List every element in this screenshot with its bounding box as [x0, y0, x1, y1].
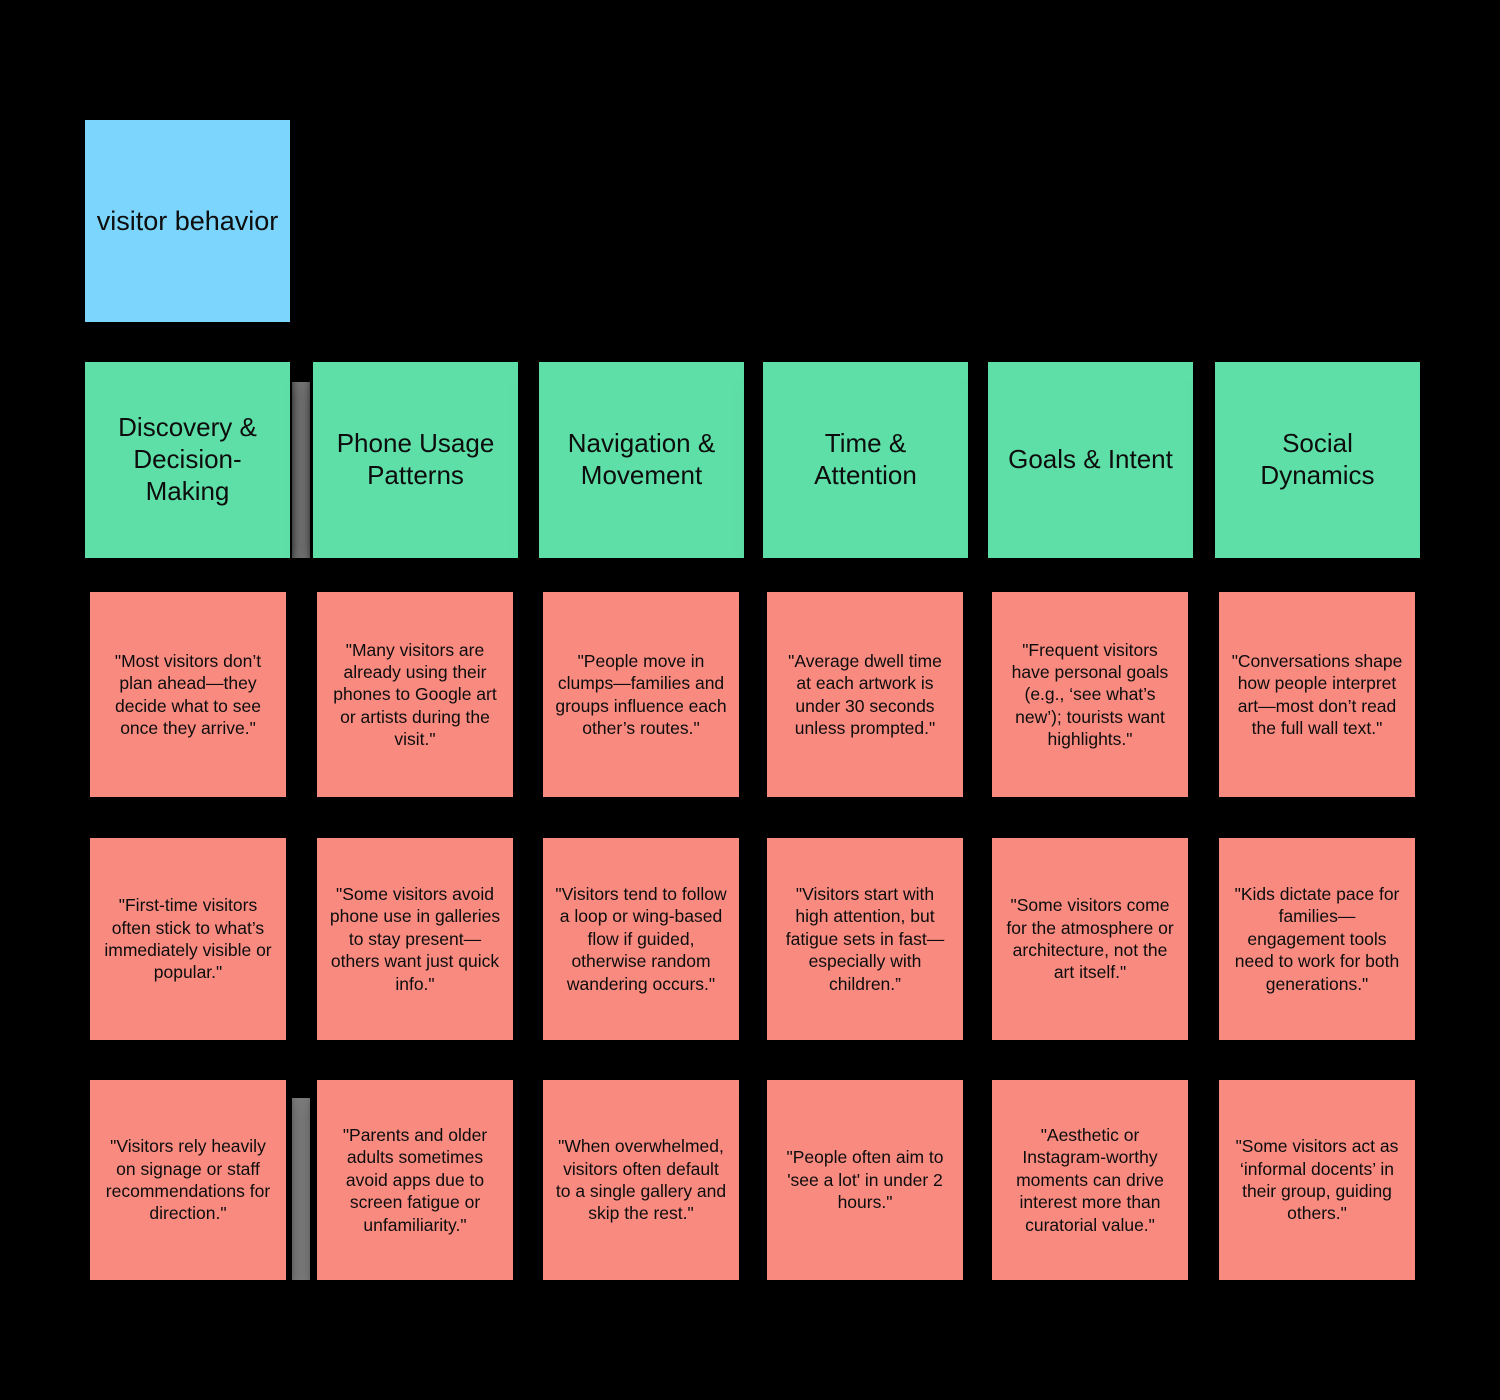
- insight-note[interactable]: "Aesthetic or Instagram-worthy moments c…: [992, 1080, 1188, 1280]
- insight-note-text: "People move in clumps—families and grou…: [555, 650, 727, 738]
- insight-note[interactable]: "Visitors tend to follow a loop or wing-…: [543, 838, 739, 1040]
- insight-note[interactable]: "Frequent visitors have personal goals (…: [992, 592, 1188, 797]
- insight-note[interactable]: "Some visitors avoid phone use in galler…: [317, 838, 513, 1040]
- insight-note[interactable]: "Most visitors don’t plan ahead—they dec…: [90, 592, 286, 797]
- insight-note-text: "Aesthetic or Instagram-worthy moments c…: [1016, 1125, 1164, 1235]
- insight-note-text: "Visitors tend to follow a loop or wing-…: [555, 884, 727, 994]
- category-label: Time & Attention: [814, 428, 917, 490]
- insight-note-text: "Some visitors act as ‘informal docents’…: [1235, 1136, 1399, 1224]
- insight-note-text: "Visitors start with high attention, but…: [785, 884, 945, 994]
- connector-rail-header-row: [292, 382, 310, 558]
- insight-note-text: "Many visitors are already using their p…: [333, 639, 497, 750]
- category-label: Discovery & Decision-Making: [118, 412, 257, 506]
- category-label: Phone Usage Patterns: [336, 428, 495, 490]
- insight-note[interactable]: "Average dwell time at each artwork is u…: [767, 592, 963, 797]
- insight-note-text: "Parents and older adults sometimes avoi…: [342, 1125, 488, 1235]
- category-node-goals-and-intent[interactable]: Goals & Intent: [988, 362, 1193, 558]
- insight-note[interactable]: "Some visitors act as ‘informal docents’…: [1219, 1080, 1415, 1280]
- insight-note[interactable]: "Visitors start with high attention, but…: [767, 838, 963, 1040]
- insight-note[interactable]: "Kids dictate pace for families—engageme…: [1219, 838, 1415, 1040]
- category-node-time-and-attention[interactable]: Time & Attention: [763, 362, 968, 558]
- root-node-label: visitor behavior: [96, 205, 279, 236]
- insight-note[interactable]: "First-time visitors often stick to what…: [90, 838, 286, 1040]
- insight-note[interactable]: "Parents and older adults sometimes avoi…: [317, 1080, 513, 1280]
- insight-note[interactable]: "People often aim to 'see a lot' in unde…: [767, 1080, 963, 1280]
- insight-note-text: "Kids dictate pace for families—engageme…: [1234, 884, 1400, 994]
- connector-rail-row3: [292, 1098, 310, 1280]
- category-node-phone-usage-patterns[interactable]: Phone Usage Patterns: [313, 362, 518, 558]
- insight-note[interactable]: "Some visitors come for the atmosphere o…: [992, 838, 1188, 1040]
- category-label: Social Dynamics: [1260, 428, 1375, 490]
- insight-note-text: "Conversations shape how people interpre…: [1231, 650, 1403, 738]
- insight-note[interactable]: "Many visitors are already using their p…: [317, 592, 513, 797]
- category-label: Navigation & Movement: [567, 428, 716, 490]
- insight-note[interactable]: "People move in clumps—families and grou…: [543, 592, 739, 797]
- insight-note[interactable]: "When overwhelmed, visitors often defaul…: [543, 1080, 739, 1280]
- insight-note-text: "Some visitors come for the atmosphere o…: [1006, 895, 1174, 983]
- root-node-visitor-behavior[interactable]: visitor behavior: [85, 120, 290, 322]
- insight-note-text: "Most visitors don’t plan ahead—they dec…: [114, 650, 262, 738]
- insight-note-text: "Some visitors avoid phone use in galler…: [329, 884, 501, 994]
- insight-note-text: "Visitors rely heavily on signage or sta…: [105, 1136, 271, 1224]
- category-node-social-dynamics[interactable]: Social Dynamics: [1215, 362, 1420, 558]
- insight-note-text: "Frequent visitors have personal goals (…: [1011, 639, 1169, 750]
- insight-note-text: "When overwhelmed, visitors often defaul…: [555, 1136, 727, 1224]
- insight-note[interactable]: "Conversations shape how people interpre…: [1219, 592, 1415, 797]
- category-label: Goals & Intent: [1008, 444, 1173, 475]
- category-node-discovery-and-decision-making[interactable]: Discovery & Decision-Making: [85, 362, 290, 558]
- insight-note-text: "First-time visitors often stick to what…: [104, 895, 272, 983]
- insight-note[interactable]: "Visitors rely heavily on signage or sta…: [90, 1080, 286, 1280]
- insight-note-text: "People often aim to 'see a lot' in unde…: [786, 1147, 944, 1213]
- category-node-navigation-and-movement[interactable]: Navigation & Movement: [539, 362, 744, 558]
- insight-note-text: "Average dwell time at each artwork is u…: [788, 650, 942, 738]
